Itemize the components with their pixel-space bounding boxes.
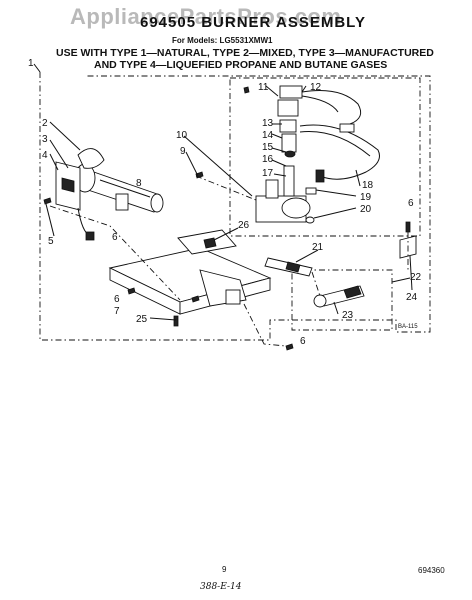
- burner-base: [108, 247, 272, 315]
- valve-screw: [305, 187, 317, 195]
- valve-wire-harness: [299, 123, 380, 183]
- sensor-clip: [115, 193, 129, 211]
- callout-12: 12: [310, 82, 322, 93]
- callout-26: 26: [238, 220, 250, 231]
- callout-3: 3: [42, 134, 48, 145]
- usage-note-line-2: AND TYPE 4—LIQUEFIED PROPANE AND BUTANE …: [94, 59, 388, 71]
- document-number: 694360: [418, 566, 445, 575]
- mounting-tab: [203, 237, 217, 249]
- callout-5: 5: [48, 236, 54, 247]
- gas-valve-assembly: [255, 99, 311, 223]
- igniter-group-box: [291, 269, 393, 331]
- igniter: [313, 285, 365, 308]
- callout-4: 4: [42, 150, 48, 161]
- callout-20: 20: [360, 204, 372, 215]
- callout-7: 7: [114, 306, 120, 317]
- alignment-line: [195, 175, 257, 201]
- orifice: [305, 216, 315, 224]
- callout-9: 9: [180, 146, 186, 157]
- igniter-rod: [264, 257, 313, 277]
- callout-22: 22: [410, 272, 422, 283]
- watermark: AppliancePartsPros.com: [70, 4, 342, 29]
- callout-6: 6: [112, 232, 118, 243]
- callout-8: 8: [136, 178, 142, 189]
- callout-21: 21: [312, 242, 324, 253]
- valve-coil: [279, 85, 362, 125]
- callout-labels: 1 2 3 4 5 6 6 7 8 9 10 11 12 13 14 15 16…: [28, 58, 422, 347]
- callout-19: 19: [360, 192, 372, 203]
- callout-16: 16: [262, 154, 274, 165]
- alignment-line: [311, 271, 321, 297]
- callout-13: 13: [262, 118, 274, 129]
- alignment-line: [243, 303, 287, 347]
- callout-17: 17: [262, 168, 274, 179]
- callout-6: 6: [300, 336, 306, 347]
- alignment-line: [49, 205, 181, 301]
- page-number: 9: [222, 565, 227, 574]
- screws: [43, 86, 411, 351]
- leader-lines: [33, 63, 413, 321]
- callout-2: 2: [42, 118, 48, 129]
- callout-6: 6: [114, 294, 120, 305]
- burner-bracket: [55, 161, 81, 211]
- callout-14: 14: [262, 130, 274, 141]
- callout-10: 10: [176, 130, 188, 141]
- callout-25: 25: [136, 314, 148, 325]
- callout-23: 23: [342, 310, 354, 321]
- callout-11: 11: [258, 82, 269, 93]
- callout-24: 24: [406, 292, 418, 303]
- wire-connector: [85, 231, 95, 241]
- page-title: 694505 BURNER ASSEMBLY: [140, 14, 366, 31]
- assembly-boundary: [39, 72, 431, 341]
- callout-6: 6: [408, 198, 414, 209]
- callout-18: 18: [362, 180, 374, 191]
- handwritten-note: 388-E-14: [200, 582, 242, 592]
- callout-1: 1: [28, 58, 34, 69]
- valve-group-box: [229, 77, 421, 237]
- diagram-code: BA-115: [398, 324, 418, 330]
- usage-note-line-1: USE WITH TYPE 1—NATURAL, TYPE 2—MIXED, T…: [56, 47, 434, 59]
- callout-15: 15: [262, 142, 274, 153]
- model-line: For Models: LG5531XMW1: [172, 36, 273, 45]
